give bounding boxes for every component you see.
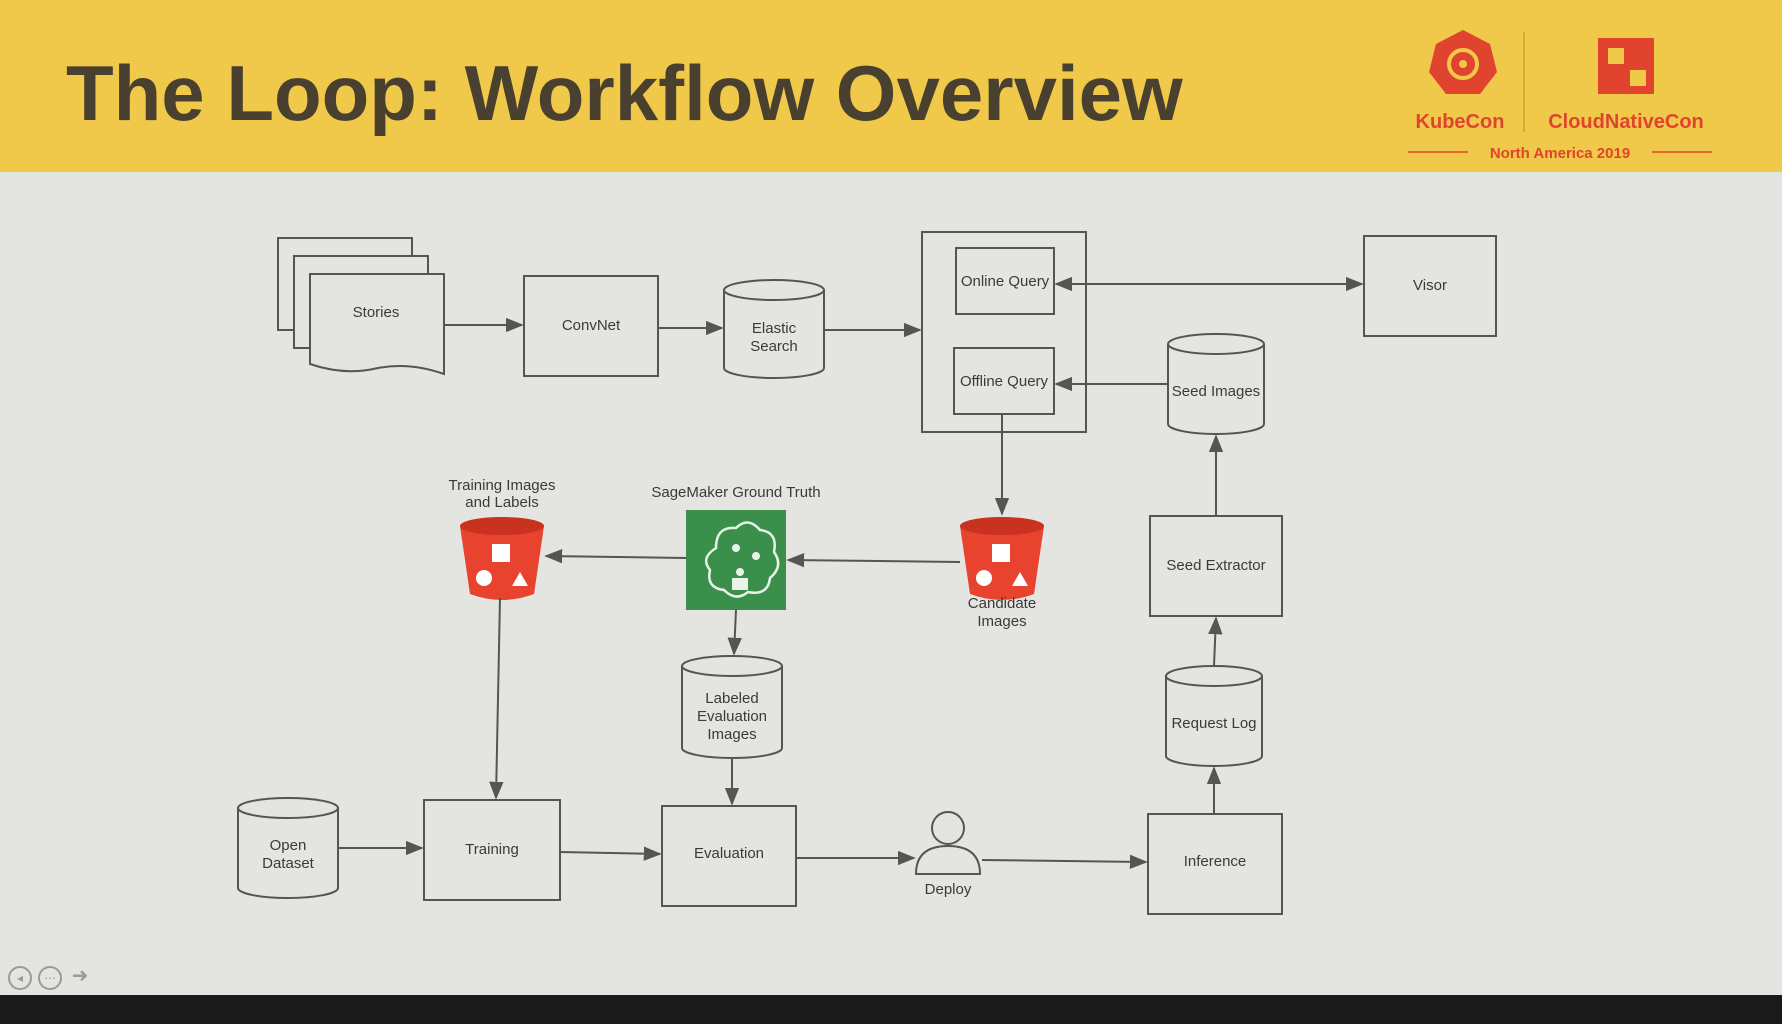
screen-bezel — [0, 995, 1782, 1024]
edge-deploy-inference — [981, 854, 1148, 870]
page-title: The Loop: Workflow Overview — [66, 49, 1183, 137]
helm-wheel-icon — [1429, 30, 1497, 94]
s3-bucket-icon — [460, 517, 544, 600]
training-label: Training — [465, 841, 519, 858]
edge-training-evaluation — [559, 846, 662, 861]
visor-label: Visor — [1413, 277, 1447, 294]
candidate-label-1: Candidate — [968, 595, 1036, 612]
seed-extractor-label: Seed Extractor — [1166, 557, 1265, 574]
edge-sagemaker-training-images — [544, 549, 687, 564]
deploy-label: Deploy — [925, 881, 972, 898]
edge-sagemaker-labeled — [727, 609, 742, 656]
evaluation-label: Evaluation — [694, 845, 764, 862]
training-box — [423, 799, 561, 901]
open-dataset-label-2: Dataset — [262, 855, 315, 872]
labeled-eval-label-1: Labeled — [705, 690, 758, 707]
query-service-box — [921, 231, 1087, 433]
cncf-logo-icon — [1598, 38, 1654, 94]
elastic-label-1: Elastic — [752, 320, 797, 337]
stories-label: Stories — [353, 304, 400, 321]
elastic-search-cylinder — [723, 279, 825, 379]
sagemaker-label: SageMaker Ground Truth — [651, 484, 820, 501]
stories-document-stack — [277, 237, 445, 376]
convnet-box — [523, 275, 659, 377]
training-images-label-1: Training Images — [449, 477, 556, 494]
edge-requestlog-extractor — [1208, 616, 1223, 667]
next-slide-icon[interactable]: ➜ — [71, 965, 89, 987]
labeled-eval-label-3: Images — [707, 726, 756, 743]
training-images-label-2: and Labels — [465, 494, 538, 511]
previous-slide-icon[interactable]: ◂ — [8, 966, 32, 990]
request-log-label: Request Log — [1171, 715, 1256, 732]
cloudnativecon-label: CloudNativeCon — [1548, 111, 1704, 133]
edge-training-images-training — [489, 597, 504, 800]
person-icon — [914, 811, 982, 875]
elastic-label-2: Search — [750, 338, 798, 355]
edge-candidate-sagemaker — [786, 552, 961, 568]
inference-label: Inference — [1184, 853, 1247, 870]
evaluation-box — [661, 805, 797, 907]
menu-icon[interactable]: ⋯ — [38, 966, 62, 990]
offline-query-label: Offline Query — [960, 373, 1049, 390]
open-dataset-label-1: Open — [270, 837, 307, 854]
online-query-label: Online Query — [961, 273, 1050, 290]
labeled-eval-label-2: Evaluation — [697, 708, 767, 725]
labeled-evaluation-cylinder — [681, 655, 783, 759]
sagemaker-brain-icon — [686, 510, 786, 610]
candidate-label-2: Images — [977, 613, 1026, 630]
online-query-box — [955, 247, 1055, 315]
kubecon-label: KubeCon — [1416, 111, 1505, 133]
seed-images-cylinder — [1167, 333, 1265, 435]
visor-box — [1363, 235, 1497, 337]
s3-bucket-icon — [960, 517, 1044, 600]
open-dataset-cylinder — [237, 797, 339, 899]
event-label: North America 2019 — [1490, 145, 1630, 162]
seed-images-label: Seed Images — [1172, 383, 1260, 400]
offline-query-box — [953, 347, 1055, 415]
convnet-label: ConvNet — [562, 317, 621, 334]
